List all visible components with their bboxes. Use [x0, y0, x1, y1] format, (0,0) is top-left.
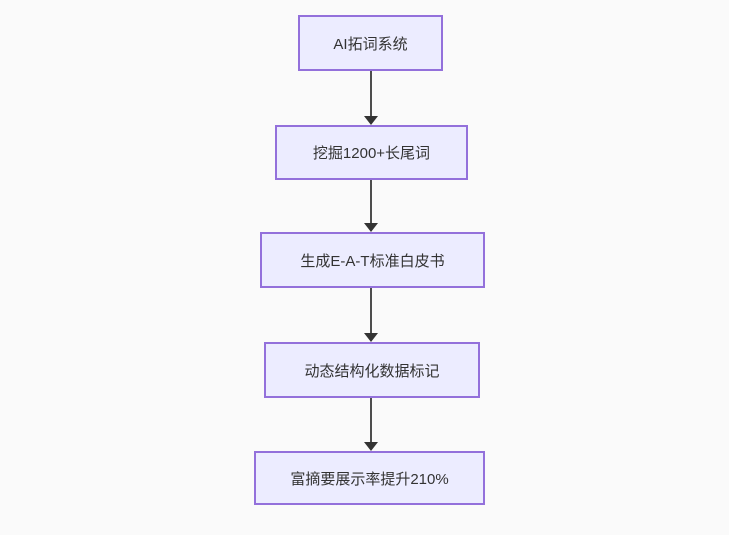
arrowhead-down-icon [364, 442, 378, 451]
edge-line [370, 71, 372, 116]
node-label: AI拓词系统 [333, 35, 408, 53]
flow-node-longtail-mining: 挖掘1200+长尾词 [275, 125, 468, 180]
arrowhead-down-icon [364, 333, 378, 342]
flow-node-ai-word-system: AI拓词系统 [298, 15, 443, 71]
flow-node-structured-data: 动态结构化数据标记 [264, 342, 480, 398]
flow-edge-3 [363, 288, 379, 342]
flow-edge-2 [363, 180, 379, 232]
arrowhead-down-icon [364, 116, 378, 125]
node-label: 动态结构化数据标记 [304, 362, 440, 380]
node-label: 生成E-A-T标准白皮书 [300, 252, 445, 270]
edge-line [370, 398, 372, 442]
flow-node-eat-whitepaper: 生成E-A-T标准白皮书 [260, 232, 485, 288]
edge-line [370, 288, 372, 333]
flow-edge-1 [363, 71, 379, 125]
node-label: 富摘要展示率提升210% [290, 470, 449, 488]
node-label: 挖掘1200+长尾词 [312, 145, 431, 162]
edge-line [370, 180, 372, 223]
arrowhead-down-icon [364, 223, 378, 232]
flow-edge-4 [363, 398, 379, 451]
flow-node-rich-snippet-result: 富摘要展示率提升210% [254, 451, 485, 505]
